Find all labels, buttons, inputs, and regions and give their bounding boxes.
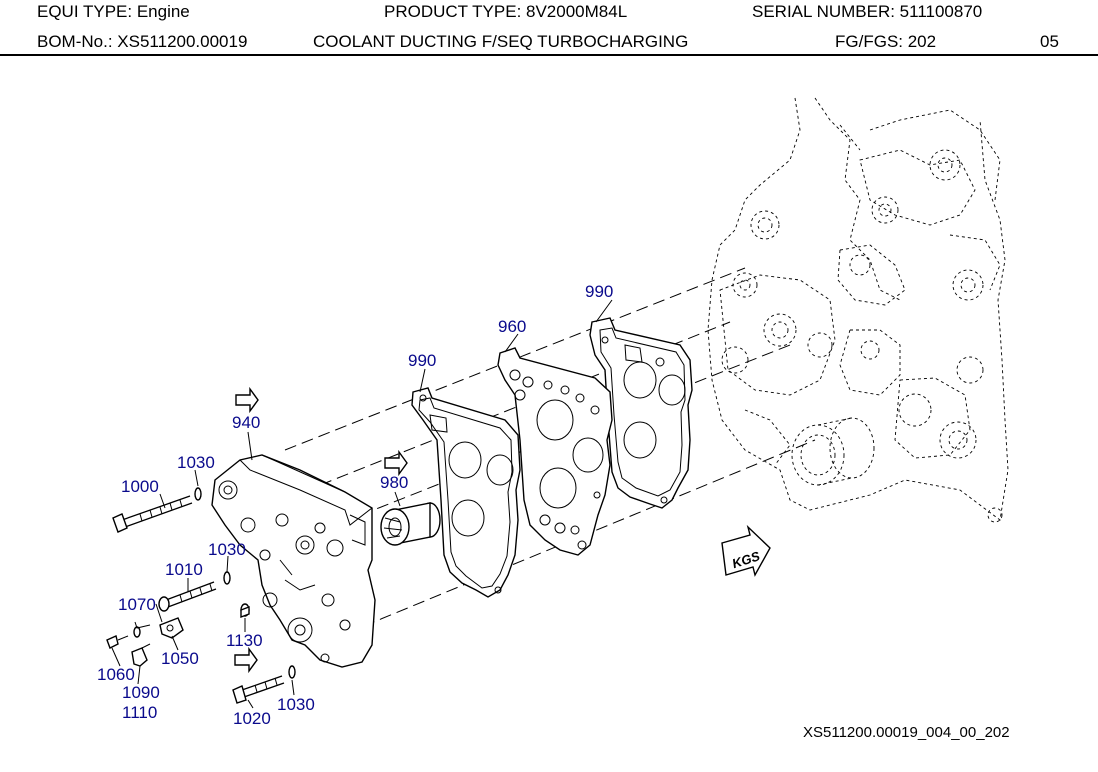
housing-940 [211,454,376,668]
gasket-990-rear [589,317,693,509]
serial-number: SERIAL NUMBER: 511100870 [752,2,983,21]
callout-1060: 1060 [97,665,135,684]
callout-1050: 1050 [161,649,199,668]
callout-1030-middle: 1030 [208,540,246,559]
gasket-960 [497,347,613,556]
callout-1110: 1110 [122,703,157,722]
callout-1070: 1070 [118,595,156,614]
callout-960: 960 [498,317,526,336]
bolt-1020 [232,665,296,704]
engine-block-outline [707,97,1009,523]
gasket-990-front [411,387,521,598]
equi-type: EQUI TYPE: Engine [37,2,190,21]
page-number: 05 [1040,32,1059,51]
callout-1130: 1130 [226,631,263,650]
kgs-arrow: KGS [721,524,771,577]
thermostat-980 [380,502,441,546]
product-type: PRODUCT TYPE: 8V2000M84L [384,2,628,21]
bom-number: BOM-No.: XS511200.00019 [37,32,248,51]
callout-940: 940 [232,413,260,432]
callout-990-front: 990 [408,351,436,370]
fg-fgs: FG/FGS: 202 [835,32,937,51]
callout-1090: 1090 [122,683,160,702]
callout-1000: 1000 [121,477,159,496]
callout-1010: 1010 [165,560,203,579]
callout-1030-upper: 1030 [177,453,215,472]
assembly-description: COOLANT DUCTING F/SEQ TURBOCHARGING [313,32,689,51]
small-parts [106,603,250,667]
header-rule [0,54,1098,56]
callout-980: 980 [380,473,408,492]
callout-1020: 1020 [233,709,271,728]
leader-lines [111,299,613,709]
callout-1030-lower: 1030 [277,695,315,714]
callout-990-rear: 990 [585,282,613,301]
direction-arrows [234,386,408,674]
bolt-1000 [112,487,202,533]
bolt-1010 [158,571,231,612]
drawing-reference: XS511200.00019_004_00_202 [803,724,1010,741]
